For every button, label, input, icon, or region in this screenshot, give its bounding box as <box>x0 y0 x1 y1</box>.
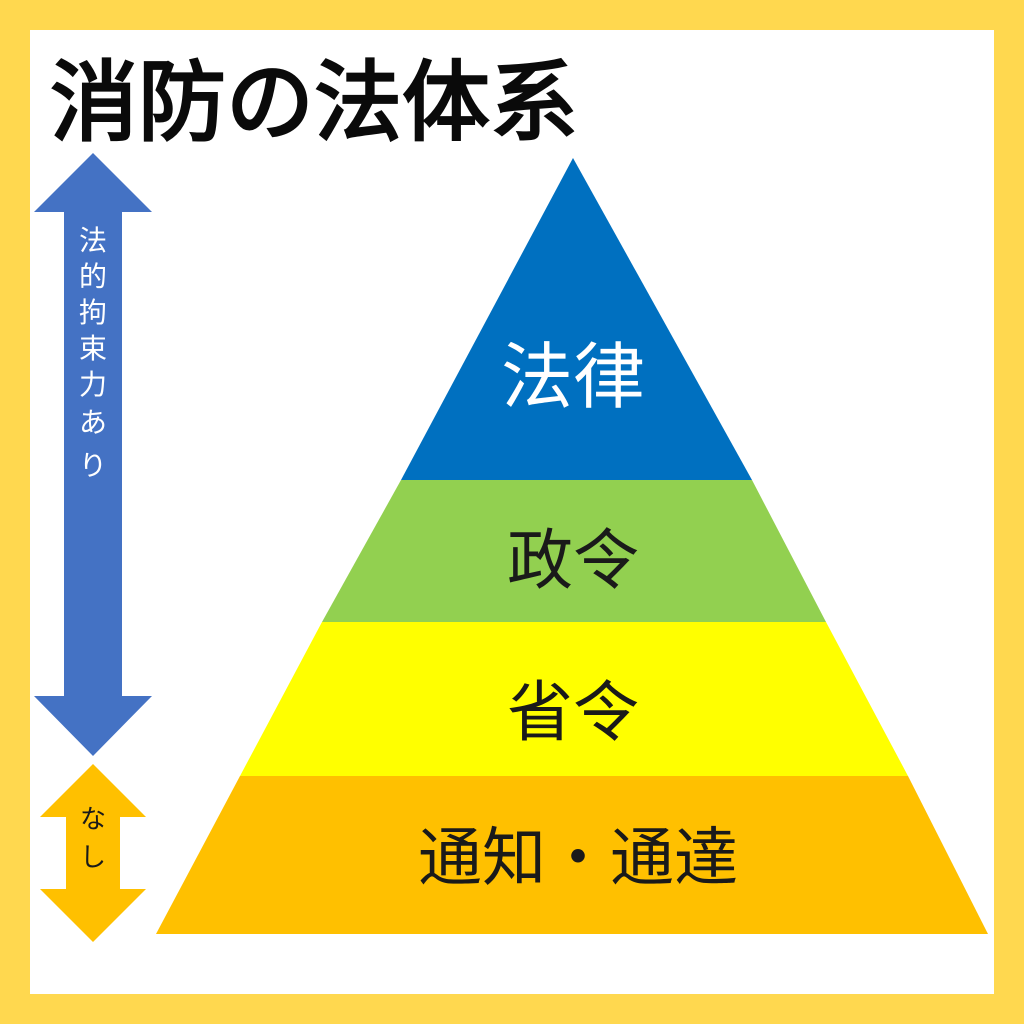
pyramid-label-cabinet-order: 政令 <box>507 522 639 599</box>
pyramid-level-ministerial-order <box>240 622 908 776</box>
binding-force-arrow: 法 的 拘 束 力 あ り <box>34 153 152 756</box>
binding-force-label-char: 力 <box>79 368 107 401</box>
no-binding-force-label: な し <box>80 805 106 873</box>
page-title: 消防の法体系 <box>50 51 579 154</box>
pyramid-label-law: 法律 <box>501 335 645 419</box>
binding-force-label-char: 法 <box>79 224 107 257</box>
binding-force-label-char: 的 <box>79 260 107 293</box>
pyramid-level-notices <box>156 776 988 934</box>
no-binding-force-double-arrow-icon <box>40 764 146 942</box>
binding-force-double-arrow-icon <box>34 153 152 756</box>
pyramid-label-notices: 通知・通達 <box>418 822 738 896</box>
binding-force-label-char: 拘 <box>79 296 107 329</box>
pyramid-level-law <box>401 158 752 480</box>
binding-force-label-char: 束 <box>79 332 107 365</box>
binding-force-label: 法 的 拘 束 力 あ り <box>79 224 107 482</box>
no-binding-force-label-char: な <box>80 805 106 835</box>
binding-force-label-char: り <box>79 449 107 482</box>
binding-force-label-char: あ <box>79 406 107 439</box>
pyramid: 法律 政令 省令 通知・通達 <box>156 158 988 934</box>
no-binding-force-label-char: し <box>80 843 106 873</box>
pyramid-label-ministerial-order: 省令 <box>507 674 639 751</box>
no-binding-force-arrow: な し <box>40 764 146 942</box>
pyramid-level-cabinet-order <box>322 480 826 622</box>
